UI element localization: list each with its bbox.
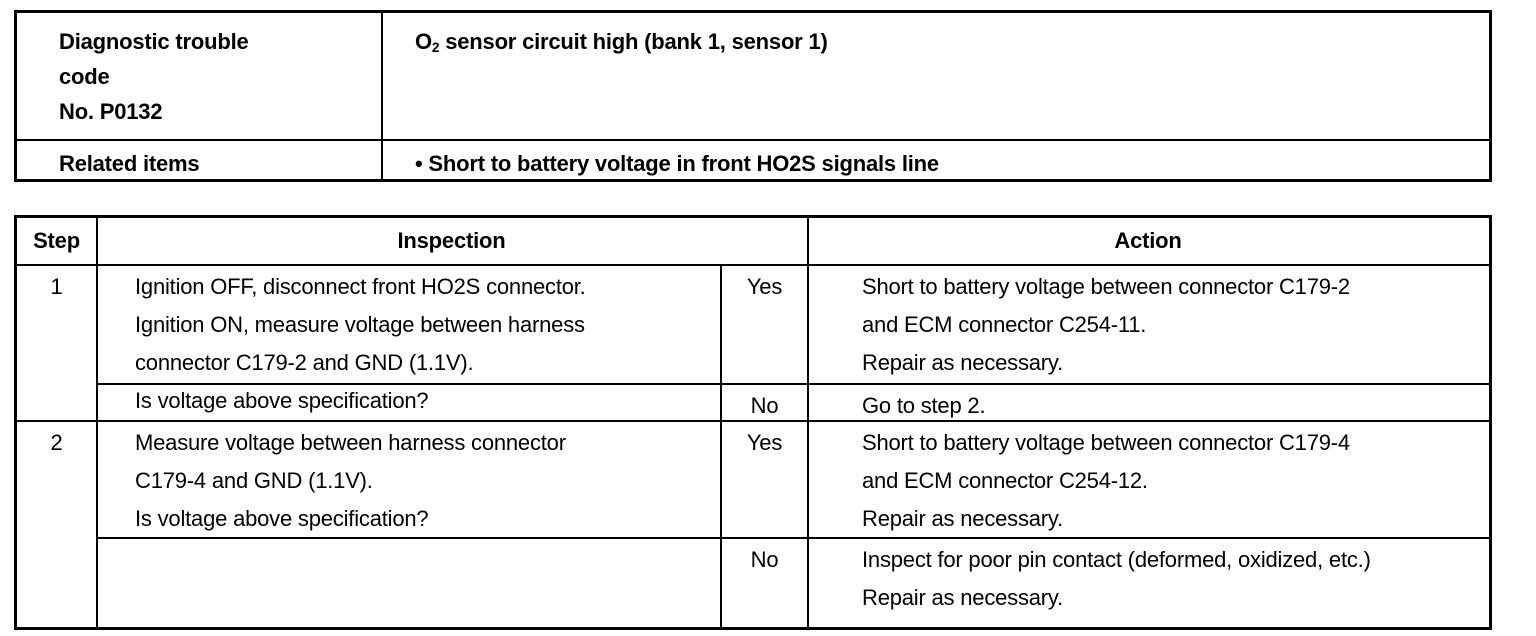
column-header-step: Step	[33, 228, 80, 253]
column-divider-step	[96, 218, 98, 627]
inspection-line: Is voltage above specification?	[135, 388, 429, 413]
action-line: Inspect for poor pin contact (deformed, …	[862, 547, 1371, 572]
inspection-line: Is voltage above specification?	[135, 506, 429, 531]
inspection-text: Measure voltage between harness connecto…	[98, 424, 720, 538]
dtc-code-label-line-2: code	[59, 64, 110, 89]
dtc-description-o: O	[415, 29, 432, 54]
row-divider-step2-yes-no	[96, 537, 1489, 539]
action-line: and ECM connector C254-12.	[862, 468, 1148, 493]
action-line: Short to battery voltage between connect…	[862, 274, 1350, 299]
answer-no: No	[750, 393, 779, 418]
procedure-header-row: Step Inspection Action	[17, 218, 1489, 264]
answer-no: No	[750, 547, 779, 572]
action-text: Inspect for poor pin contact (deformed, …	[809, 541, 1489, 617]
dtc-description-subscript: 2	[431, 40, 440, 55]
action-text: Short to battery voltage between connect…	[809, 424, 1489, 538]
row-divider-step1-yes-no	[96, 383, 1489, 385]
related-items-row: Related items • Short to battery voltage…	[17, 139, 1489, 182]
inspection-line: connector C179-2 and GND (1.1V).	[135, 350, 474, 375]
inspection-text: Ignition OFF, disconnect front HO2S conn…	[98, 268, 720, 420]
column-divider-action	[807, 218, 809, 627]
answer-yes: Yes	[746, 274, 783, 299]
dtc-code-label-line-1: Diagnostic trouble	[59, 29, 249, 54]
dtc-code-description: O2 sensor circuit high (bank 1, sensor 1…	[383, 13, 1489, 139]
dtc-code-label: Diagnostic trouble code No. P0132	[17, 13, 383, 139]
related-items-label: Related items	[17, 141, 383, 182]
related-items-value: • Short to battery voltage in front HO2S…	[415, 151, 939, 176]
dtc-code-row: Diagnostic trouble code No. P0132 O2 sen…	[17, 13, 1489, 139]
answer-yes: Yes	[746, 430, 783, 455]
column-header-action: Action	[1114, 228, 1182, 253]
action-line: Repair as necessary.	[862, 350, 1064, 375]
inspection-line: Measure voltage between harness connecto…	[135, 430, 566, 455]
inspection-line: Ignition ON, measure voltage between har…	[135, 312, 585, 337]
action-line: Repair as necessary.	[862, 506, 1064, 531]
action-text: Short to battery voltage between connect…	[809, 268, 1489, 382]
action-line: Short to battery voltage between connect…	[862, 430, 1350, 455]
inspection-line: C179-4 and GND (1.1V).	[135, 468, 373, 493]
diagnostic-procedure-table: Step Inspection Action 1 Ignition OFF, d…	[14, 215, 1492, 630]
step-number: 1	[50, 274, 63, 299]
dtc-summary-table: Diagnostic trouble code No. P0132 O2 sen…	[14, 10, 1492, 182]
action-line: and ECM connector C254-11.	[862, 312, 1147, 337]
dtc-description-text: sensor circuit high (bank 1, sensor 1)	[439, 29, 828, 54]
action-line: Repair as necessary.	[862, 585, 1064, 610]
step-number: 2	[50, 430, 63, 455]
inspection-line: Ignition OFF, disconnect front HO2S conn…	[135, 274, 586, 299]
column-divider-yesno	[720, 264, 722, 627]
dtc-code-label-line-3: No. P0132	[59, 99, 163, 124]
action-text: Go to step 2.	[809, 387, 1489, 425]
row-divider-header	[17, 264, 1489, 266]
row-divider-step1-step2	[17, 420, 1489, 422]
column-header-inspection: Inspection	[397, 228, 506, 253]
action-line: Go to step 2.	[862, 393, 986, 418]
